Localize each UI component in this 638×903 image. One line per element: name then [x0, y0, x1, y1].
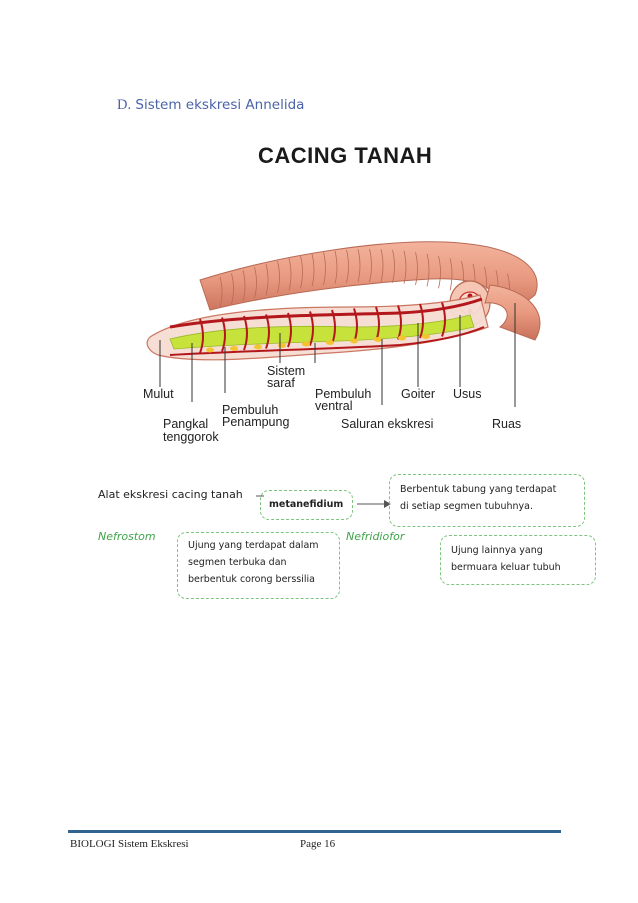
segment-vessel	[419, 303, 424, 339]
body-segment	[311, 253, 315, 287]
label-saluran-ekskresi: Saluran ekskresi	[341, 417, 434, 431]
dorsal-vessel	[169, 297, 483, 329]
body-segment	[415, 252, 418, 285]
segment-vessel	[243, 315, 248, 351]
body-segment	[242, 270, 246, 302]
label-pangkal: Pangkal	[163, 417, 209, 431]
excretory-gland	[326, 340, 334, 345]
excretory-gland	[350, 338, 358, 344]
footer-left: BIOLOGI Sistem Ekskresi	[70, 838, 189, 850]
body-segment	[231, 273, 234, 305]
excretory-gland	[374, 337, 382, 342]
figure-title: CACING TANAH	[258, 143, 433, 168]
nefridiofor-title: Nefridiofor	[346, 530, 405, 543]
body-segment	[288, 258, 292, 291]
body-segment	[392, 249, 395, 283]
excretory-gland	[254, 344, 262, 350]
body-segment	[265, 263, 269, 296]
metanefidium-box: metanefidium	[260, 490, 353, 520]
nefrostom-line-1: Ujung yang terdapat dalam	[188, 540, 319, 551]
section-heading: D. Sistem ekskresi Annelida	[117, 97, 304, 114]
label-saraf: saraf	[267, 376, 295, 390]
worm-upper-body	[199, 241, 538, 316]
label-usus: Usus	[453, 387, 482, 401]
nefridiofor-box: Ujung lainnya yang bermuara keluar tubuh	[440, 535, 596, 585]
label-pembuluh-ventral-2: ventral	[315, 399, 353, 413]
segment-vessel	[287, 312, 292, 348]
metanefidium-label: metanefidium	[269, 499, 344, 510]
nefridiofor-line-2: bermuara keluar tubuh	[451, 562, 561, 573]
body-segment	[300, 255, 303, 289]
excretory-gland	[302, 341, 310, 347]
footer-rule	[68, 830, 561, 833]
body-segment	[346, 249, 349, 283]
earthworm-illustration	[146, 241, 541, 407]
nefrostom-box: Ujung yang terdapat dalam segmen terbuka…	[177, 532, 340, 599]
label-ruas: Ruas	[492, 417, 522, 431]
excretory-gland	[422, 334, 430, 339]
excretory-gland	[278, 343, 286, 348]
worm-tail-body	[484, 284, 541, 341]
body-segment	[426, 253, 430, 287]
nefrostom-line-2: segmen terbuka dan	[188, 557, 287, 568]
label-pembuluh-ventral-1: Pembuluh	[315, 387, 372, 401]
section-letter: D.	[117, 97, 132, 113]
body-segment	[334, 250, 338, 284]
description-line-2: di setiap segmen tubuhnya.	[400, 501, 533, 512]
segment-vessel	[441, 302, 446, 337]
segment-vessel	[265, 314, 270, 349]
intro-text: Alat ekskresi cacing tanah	[98, 488, 243, 501]
body-segment	[323, 252, 326, 285]
label-pembuluh-penampung-2: Penampung	[222, 415, 290, 429]
label-sistem: Sistem	[267, 364, 306, 378]
label-goiter: Goiter	[401, 387, 436, 401]
segment-vessel	[221, 317, 226, 352]
label-tenggorok: tenggorok	[163, 430, 219, 444]
body-segment	[438, 255, 441, 289]
description-line-1: Berbentuk tabung yang terdapat	[400, 484, 557, 495]
footer-page: Page 16	[300, 838, 336, 850]
body-segment	[357, 249, 361, 283]
nefridiofor-line-1: Ujung lainnya yang	[451, 545, 543, 556]
body-segment	[219, 276, 223, 308]
label-mulut: Mulut	[143, 387, 174, 401]
segment-vessel	[309, 311, 314, 346]
body-segment	[380, 249, 384, 283]
nefrostom-line-3: berbentuk corong berssilia	[188, 574, 315, 585]
segment-vessel	[199, 318, 204, 354]
body-segment	[403, 250, 407, 284]
nefrostom-title: Nefrostom	[98, 530, 156, 543]
description-box: Berbentuk tabung yang terdapat di setiap…	[389, 474, 585, 527]
ventral-vessel	[169, 326, 485, 356]
excretory-gland	[206, 347, 214, 353]
body-segment	[277, 260, 280, 293]
section-title: Sistem ekskresi Annelida	[135, 97, 305, 113]
body-segment	[254, 266, 257, 299]
label-pembuluh-penampung-1: Pembuluh	[222, 403, 279, 417]
excretory-gland	[398, 335, 406, 341]
excretory-gland	[230, 346, 238, 351]
body-segment	[449, 258, 453, 291]
body-segment	[369, 248, 372, 283]
